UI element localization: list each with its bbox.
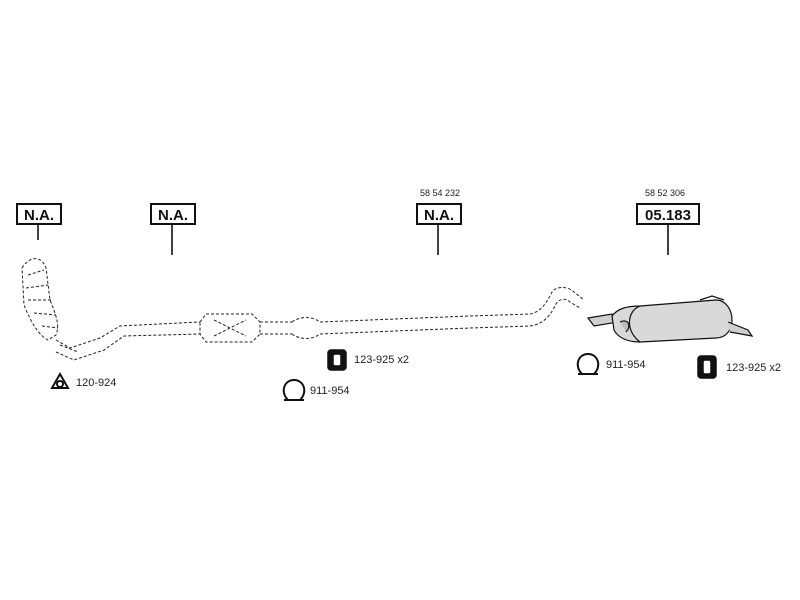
- intermediate-pipe: [291, 287, 585, 339]
- hardware-label[interactable]: 123-925 x2: [726, 362, 782, 374]
- hardware-label[interactable]: 911-954: [310, 385, 350, 397]
- oe-number: 58 54 232: [419, 188, 461, 198]
- hardware-label[interactable]: 123-925 x2: [354, 354, 410, 366]
- hardware-label[interactable]: 911-954: [606, 359, 646, 371]
- rear-silencer: [586, 295, 754, 343]
- clamp-icon: [576, 352, 600, 375]
- part-code-box[interactable]: N.A.: [416, 203, 462, 225]
- middle-silencer: [199, 313, 292, 343]
- hardware-label[interactable]: 120-924: [76, 377, 117, 389]
- part-code-box[interactable]: 05.183: [636, 203, 700, 225]
- gasket-icon: [50, 371, 70, 389]
- part-code-box[interactable]: N.A.: [150, 203, 196, 225]
- oe-number: 58 52 306: [644, 188, 686, 198]
- rubber-hanger-icon: [697, 355, 717, 379]
- clamp-icon: [282, 378, 306, 401]
- front-pipe-section: [21, 258, 201, 361]
- rubber-hanger-icon: [327, 349, 347, 371]
- part-code-box[interactable]: N.A.: [16, 203, 62, 225]
